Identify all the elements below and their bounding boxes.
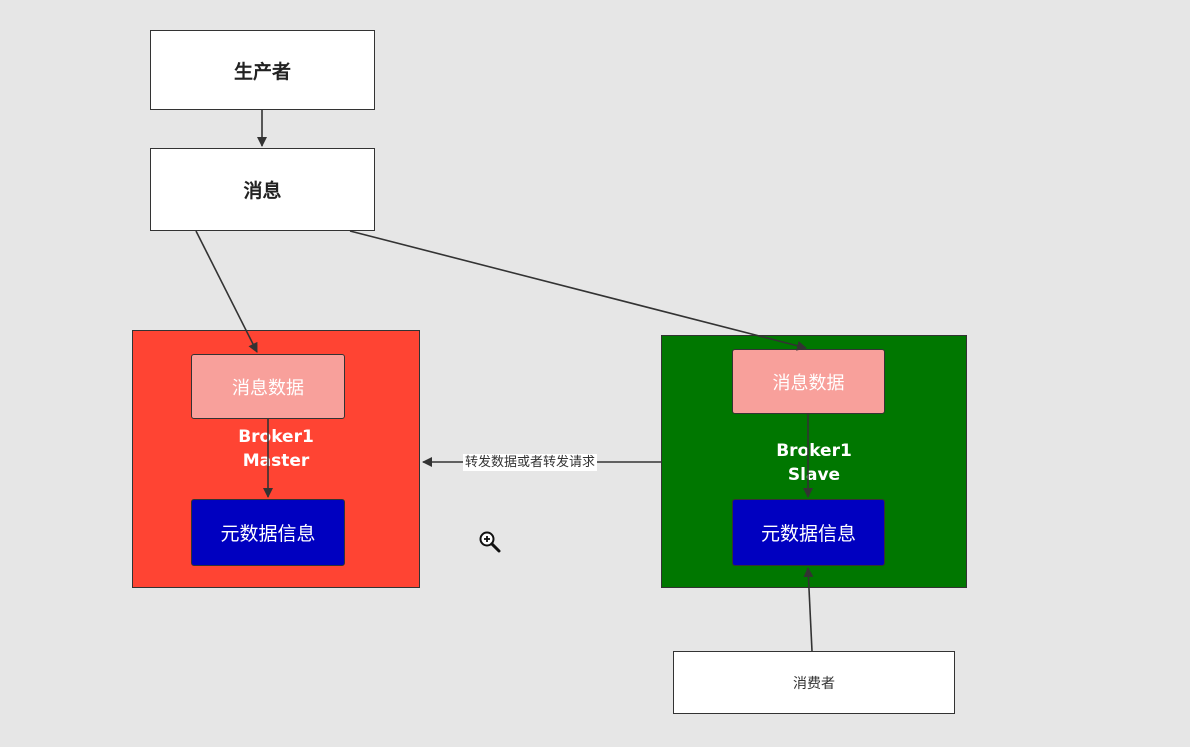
message-node[interactable]: 消息 (150, 148, 375, 231)
zoom-in-icon (479, 531, 501, 553)
master-broker-label: Broker1 Master (216, 425, 336, 473)
producer-label: 生产者 (233, 60, 291, 83)
slave-broker-role: Slave (787, 465, 841, 485)
slave-broker-name: Broker1 (776, 441, 852, 461)
slave-metadata-node[interactable]: 元数据信息 (732, 499, 885, 566)
master-metadata-label: 元数据信息 (220, 523, 316, 545)
producer-node[interactable]: 生产者 (150, 30, 375, 110)
message-label: 消息 (243, 180, 282, 202)
edge-message-to-master (195, 230, 258, 353)
consumer-label: 消费者 (793, 675, 835, 692)
consumer-node[interactable]: 消费者 (673, 651, 955, 714)
master-broker-role: Master (242, 451, 310, 471)
forward-edge-label: 转发数据或者转发请求 (463, 454, 598, 471)
slave-broker-label: Broker1 Slave (754, 439, 874, 487)
slave-metadata-label: 元数据信息 (760, 523, 856, 545)
edge-message-to-slave (349, 230, 807, 351)
master-metadata-node[interactable]: 元数据信息 (191, 499, 345, 566)
slave-message-data-node[interactable]: 消息数据 (732, 349, 885, 414)
master-broker-name: Broker1 (238, 427, 314, 447)
slave-message-data-label: 消息数据 (772, 372, 845, 394)
master-message-data-label: 消息数据 (232, 377, 304, 399)
edge-consumer-to-slave (803, 567, 814, 652)
master-message-data-node[interactable]: 消息数据 (191, 354, 345, 419)
